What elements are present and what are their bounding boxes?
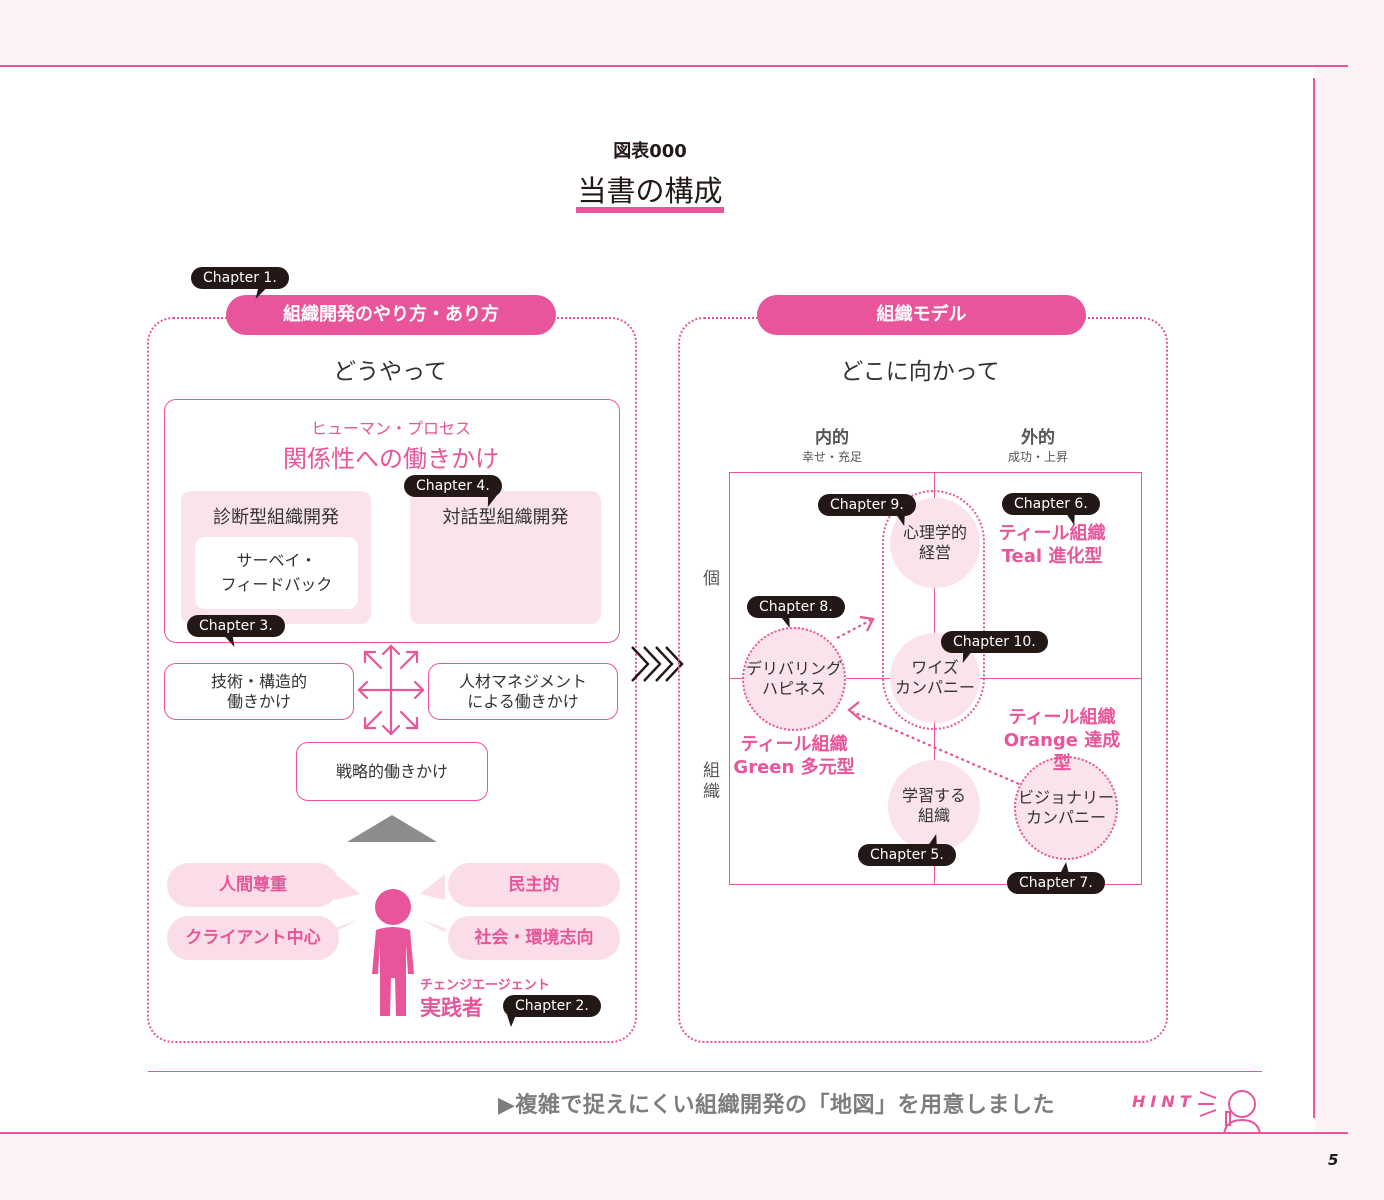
chapter-10-tag: Chapter 10.: [941, 631, 1048, 653]
green-pluralistic-label: ティール組織 Green 多元型: [732, 733, 856, 779]
chapter-4-tag: Chapter 4.: [404, 475, 502, 497]
right-panel-header: 組織モデル: [757, 295, 1086, 335]
orange-line2: Orange 達成型: [1003, 730, 1121, 774]
survey-line1: サーベイ・: [236, 551, 317, 570]
deliv-line1: デリバリング: [745, 659, 842, 678]
cross-arrows-icon: [357, 644, 425, 736]
chapter-7-tag: Chapter 7.: [1007, 872, 1105, 894]
page-number: 5: [1328, 1151, 1339, 1169]
chapter-6-tag: Chapter 6.: [1002, 493, 1100, 515]
person-icon: [372, 889, 414, 1016]
psych-line2: 経営: [918, 543, 951, 562]
figure-title: 当書の構成: [577, 174, 723, 208]
hr-line1: 人材マネジメント: [458, 672, 587, 691]
col-outer-sub: 成功・上昇: [1007, 450, 1068, 464]
green-line1: ティール組織: [740, 734, 848, 755]
figure-number: 図表000: [613, 141, 687, 162]
chapter-9-tag: Chapter 9.: [818, 494, 916, 516]
delivering-happiness: デリバリング ハピネス: [742, 627, 846, 731]
human-process-label: ヒューマン・プロセス: [310, 419, 471, 438]
row-org-label: 組織: [703, 761, 720, 802]
relationship-approach: 関係性への働きかけ: [283, 445, 499, 473]
strategic-approach-box: 戦略的働きかけ: [296, 742, 488, 801]
value-democratic: 民主的: [448, 863, 620, 907]
chapter-8-tag: Chapter 8.: [747, 596, 845, 618]
left-subtitle: どうやって: [333, 359, 447, 385]
up-triangle-icon: [347, 815, 437, 842]
row-individual-label: 個: [703, 569, 720, 589]
survey-line2: フィードバック: [220, 575, 333, 594]
hint-label: HINT: [1132, 1092, 1196, 1111]
col-inner-sub: 幸せ・充足: [801, 450, 862, 464]
value-human-respect: 人間尊重: [167, 863, 339, 907]
hr-approach-box: 人材マネジメント による働きかけ: [428, 663, 618, 720]
change-agent-label: チェンジエージェント: [420, 978, 550, 993]
dialogic-od-box: [410, 491, 601, 624]
hr-line2: による働きかけ: [467, 692, 579, 711]
right-subtitle: どこに向かって: [840, 359, 1000, 385]
bottom-rule: [0, 1132, 1348, 1134]
teal-line1: ティール組織: [998, 523, 1106, 544]
visionary-company: ビジョナリー カンパニー: [1014, 756, 1118, 860]
orange-line1: ティール組織: [1008, 707, 1116, 728]
chapter-5-tag: Chapter 5.: [858, 844, 956, 866]
survey-feedback-box: サーベイ・ フィードバック: [195, 537, 358, 609]
teal-evolutionary-label: ティール組織 Teal 進化型: [990, 522, 1114, 568]
learning-line2: 組織: [917, 806, 950, 825]
diagnostic-od-label: 診断型組織開発: [213, 507, 339, 528]
technical-line1: 技術・構造的: [210, 672, 307, 691]
top-rule: [0, 65, 1348, 67]
orange-achievement-label: ティール組織 Orange 達成型: [996, 706, 1128, 775]
hint-text: ▶複雑で捉えにくい組織開発の「地図」を用意しました: [498, 1093, 1055, 1118]
wise-line1: ワイズ: [911, 658, 959, 677]
chapter-1-tag: Chapter 1.: [191, 267, 289, 289]
technical-line2: 働きかけ: [226, 692, 291, 711]
col-inner-title: 内的: [815, 428, 849, 448]
col-outer-title: 外的: [1021, 428, 1055, 448]
visionary-line2: カンパニー: [1025, 808, 1106, 827]
practitioner-label: 実践者: [420, 996, 483, 1020]
capsule-outline: [882, 490, 985, 730]
transition-arrows: [836, 615, 1020, 786]
value-social-environmental: 社会・環境志向: [448, 916, 620, 960]
technical-approach-box: 技術・構造的 働きかけ: [164, 663, 354, 720]
chevrons-icon: [631, 646, 684, 682]
visionary-line1: ビジョナリー: [1017, 788, 1114, 807]
chapter-3-tag: Chapter 3.: [187, 615, 285, 637]
chapter-2-tag: Chapter 2.: [503, 995, 601, 1017]
right-rule: [1313, 78, 1315, 1118]
deliv-line2: ハピネス: [761, 679, 826, 698]
hint-rule: [148, 1071, 1262, 1072]
speech-tails: [335, 874, 445, 932]
green-line2: Green 多元型: [733, 757, 855, 778]
left-panel-header: 組織開発のやり方・あり方: [226, 295, 556, 335]
learning-line1: 学習する: [901, 786, 966, 805]
dialogic-od-label: 対話型組織開発: [442, 507, 569, 528]
value-client-centered: クライアント中心: [167, 916, 339, 960]
wise-line2: カンパニー: [894, 678, 975, 697]
psych-line1: 心理学的: [902, 523, 967, 542]
title-underline: [576, 207, 724, 213]
teal-line2: Teal 進化型: [1001, 546, 1103, 567]
thinking-person-icon: [1198, 1090, 1261, 1134]
